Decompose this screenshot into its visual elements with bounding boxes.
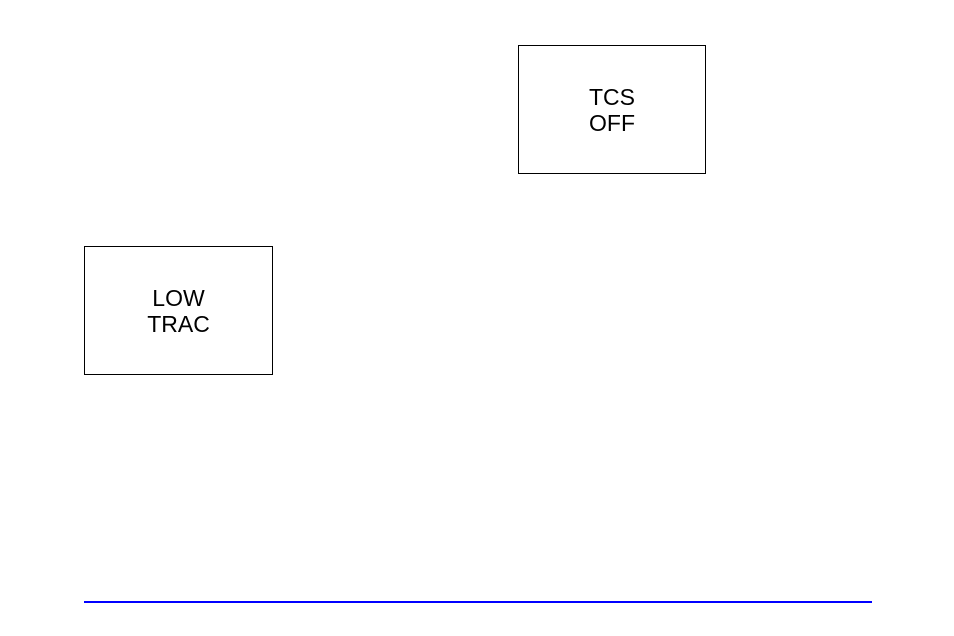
tcs-off-label-line-2: OFF <box>589 110 635 136</box>
low-trac-label-line-2: TRAC <box>147 311 210 337</box>
low-trac-label-line-1: LOW <box>152 285 204 311</box>
tcs-off-label-line-1: TCS <box>589 84 635 110</box>
tcs-off-indicator-box: TCS OFF <box>518 45 706 174</box>
low-trac-indicator-box: LOW TRAC <box>84 246 273 375</box>
footer-divider-line <box>84 601 872 603</box>
